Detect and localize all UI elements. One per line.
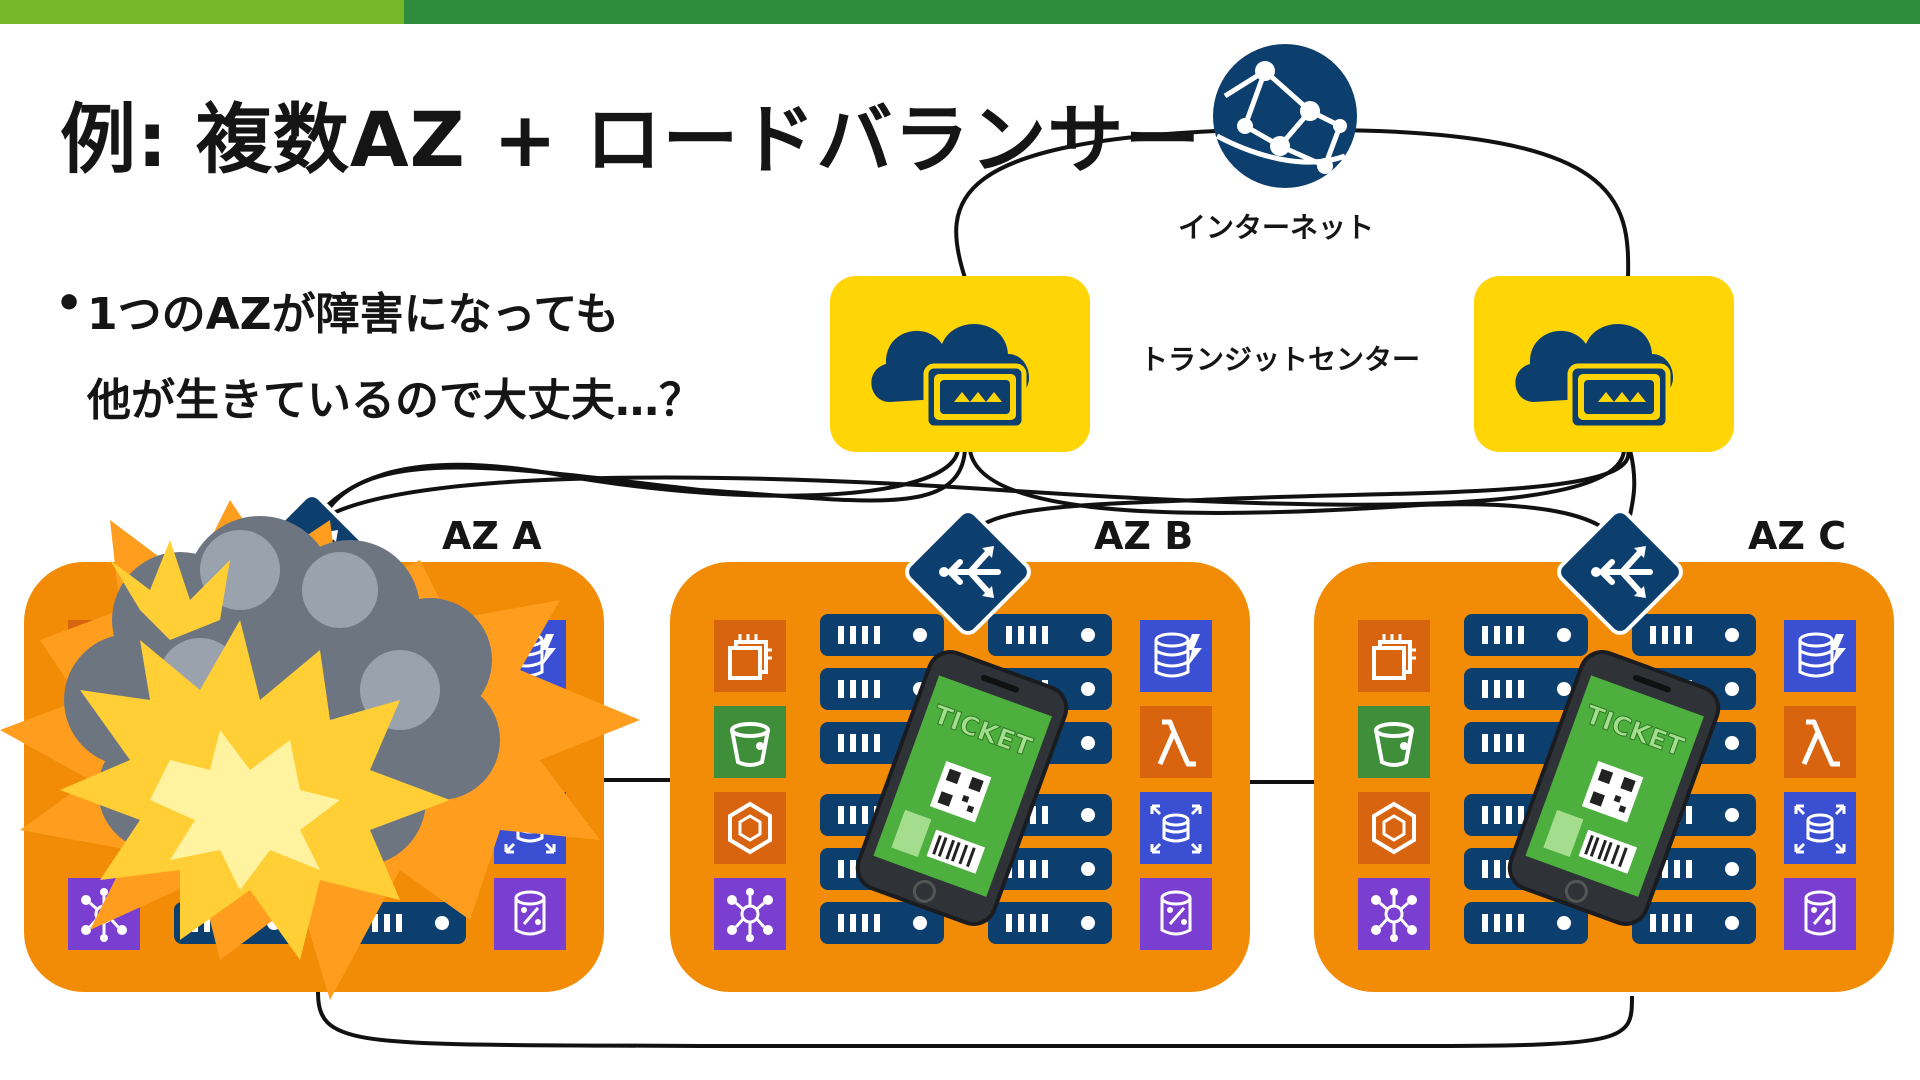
dynamodb-icon — [1782, 618, 1858, 694]
smartphone-ticket-icon: TICKET — [1501, 643, 1727, 933]
cable-bottom-loop — [316, 991, 1634, 1048]
ec2-chip-icon — [712, 618, 788, 694]
cable-transit-right-to-az-a — [318, 449, 1626, 522]
az-label-a: AZ A — [442, 514, 542, 558]
cloud-gateway-icon — [1515, 323, 1674, 431]
s3-bucket-icon — [1356, 704, 1432, 780]
top-accent-bar-dark — [404, 0, 1920, 24]
cloud-gateway-icon — [871, 323, 1030, 431]
rds-icon — [1138, 790, 1214, 866]
database-cylinder-icon — [492, 876, 568, 952]
cable-transit-left-to-az-a — [320, 449, 967, 521]
rds-icon — [1782, 790, 1858, 866]
s3-bucket-icon — [712, 704, 788, 780]
neptune-graph-icon — [1356, 876, 1432, 952]
ecs-hexagon-icon — [712, 790, 788, 866]
globe-network-icon — [1213, 44, 1357, 188]
lambda-icon — [1140, 706, 1212, 778]
database-cylinder-icon — [1782, 876, 1858, 952]
bullet-dot-icon: • — [55, 278, 84, 329]
dynamodb-icon — [1138, 618, 1214, 694]
database-cylinder-icon — [1138, 876, 1214, 952]
smartphone-ticket-icon: TICKET — [849, 643, 1075, 933]
cable-transit-right-to-az-b — [966, 449, 1631, 541]
transit-center-right — [1474, 276, 1734, 452]
internet-label: インターネット — [1178, 211, 1375, 244]
bullet-line-1: 1つのAZが障害になっても — [87, 289, 620, 340]
page-title: 例: 複数AZ + ロードバランサー — [60, 95, 1202, 184]
network-cables — [298, 128, 1637, 1048]
az-label-c: AZ C — [1748, 514, 1847, 558]
transit-center-left — [830, 276, 1090, 452]
explosion-icon — [0, 500, 640, 1000]
az-label-b: AZ B — [1094, 514, 1194, 558]
top-accent-bar-light — [0, 0, 404, 24]
ec2-chip-icon — [1356, 618, 1432, 694]
transit-center-label: トランジットセンター — [1140, 343, 1421, 376]
ecs-hexagon-icon — [1356, 790, 1432, 866]
lambda-icon — [1784, 706, 1856, 778]
top-accent-bar — [0, 0, 1920, 24]
neptune-graph-icon — [712, 876, 788, 952]
bullet-line-2: 他が生きているので大丈夫…？ — [87, 375, 703, 426]
